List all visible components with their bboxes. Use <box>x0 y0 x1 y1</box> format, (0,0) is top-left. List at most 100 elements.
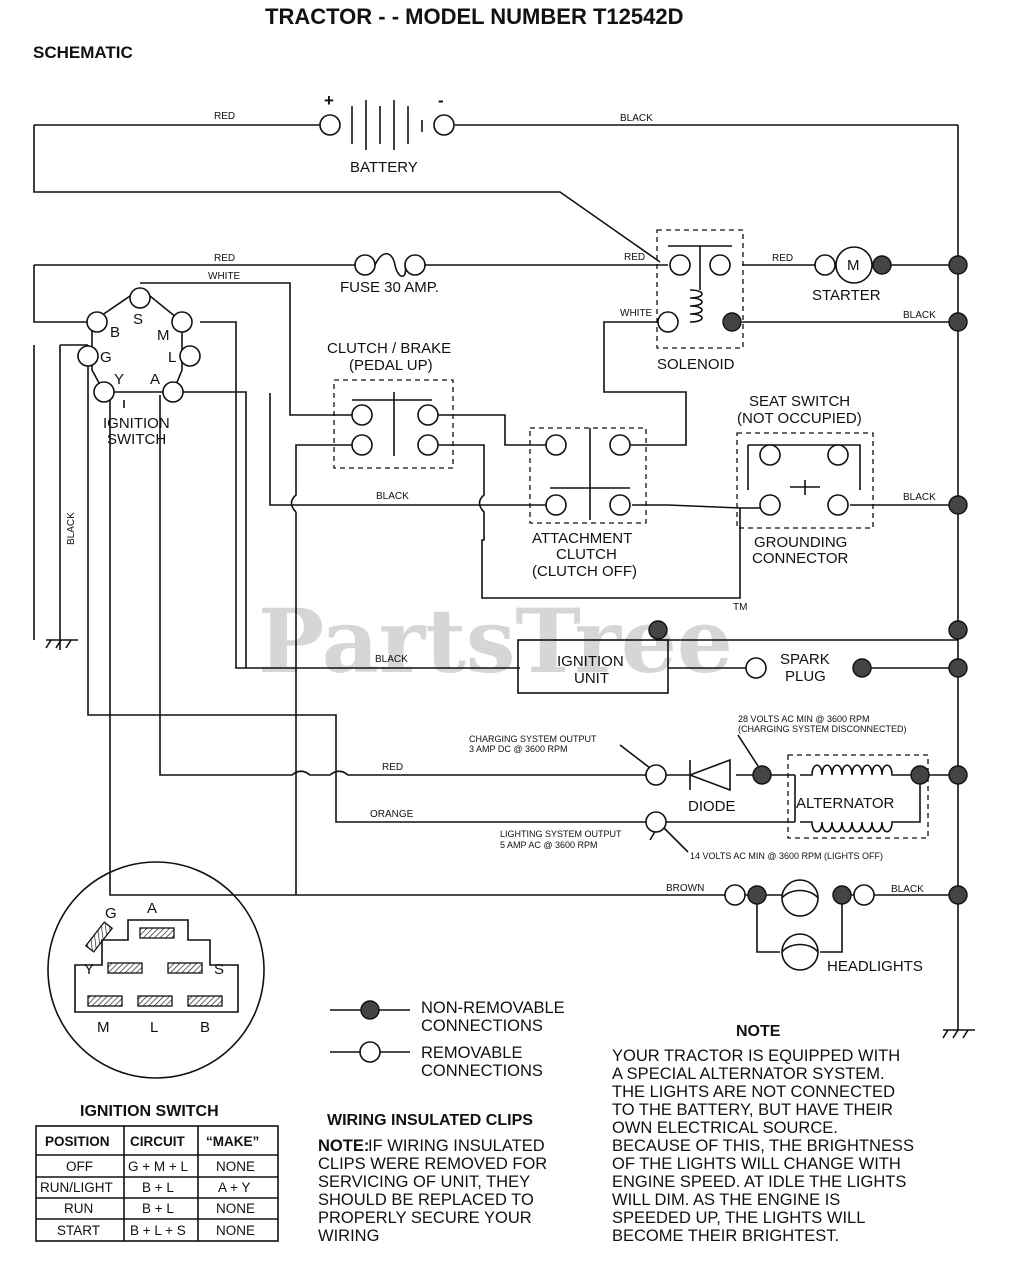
table-row-1-make: A + Y <box>218 1180 250 1195</box>
diode-alternator-connection <box>752 765 772 785</box>
clutch-lower-wire <box>290 444 356 513</box>
headlight-bulb-lower <box>781 933 819 971</box>
ignition-switch <box>77 287 201 403</box>
clutch-brake-label-2: (PEDAL UP) <box>349 357 433 374</box>
page-title: TRACTOR - - MODEL NUMBER T12542D <box>265 4 683 29</box>
ignition-switch-label-2: SWITCH <box>107 431 166 448</box>
lighting-output-label-1: LIGHTING SYSTEM OUTPUT <box>500 829 622 839</box>
wire-label-red-charging: RED <box>382 762 403 773</box>
ground-symbol-right <box>942 1029 975 1039</box>
table-row-0-make: NONE <box>216 1159 255 1174</box>
alternator-coil-bottom <box>800 775 921 833</box>
ignition-unit-label-2: UNIT <box>574 670 609 687</box>
ac28-label-1: 28 VOLTS AC MIN @ 3600 RPM <box>738 714 870 724</box>
note-line-2: THE LIGHTS ARE NOT CONNECTED <box>612 1083 895 1101</box>
diode-symbol <box>687 758 731 792</box>
attachment-terminal-3 <box>545 494 567 516</box>
headlight-brown-terminal <box>724 884 746 906</box>
lighting-output-label-2: 5 AMP AC @ 3600 RPM <box>500 840 598 850</box>
starter-label: STARTER <box>812 287 881 304</box>
headlight-bulb-upper <box>781 879 819 917</box>
clips-line-3: SHOULD BE REPLACED TO <box>318 1191 534 1209</box>
wire-label-red-battery: RED <box>214 111 235 122</box>
battery-negative-terminal <box>433 114 455 136</box>
ignition-switch-face <box>47 861 265 1079</box>
fuse-element <box>374 252 407 278</box>
fuse-input-wire <box>33 264 355 323</box>
ignition-unit-wire <box>200 321 520 669</box>
face-terminal-a: A <box>147 900 157 917</box>
face-terminal-s: S <box>214 961 224 978</box>
table-row-3-make: NONE <box>216 1223 255 1238</box>
seat-switch-frame <box>747 444 861 490</box>
red-charging-wire <box>159 395 656 776</box>
ignition-switch-label-1: IGNITION <box>103 415 170 432</box>
alternator-ground-connection <box>910 765 930 785</box>
wire-label-black-battery: BLACK <box>620 113 653 124</box>
headlights-label: HEADLIGHTS <box>827 958 923 975</box>
solenoid-terminal-starter <box>709 254 731 276</box>
white-start-wire <box>140 282 356 416</box>
table-row-3-position: START <box>57 1223 100 1238</box>
seat-terminal-2 <box>827 444 849 466</box>
wire-label-orange: ORANGE <box>370 809 414 820</box>
terminal-y: Y <box>114 371 124 388</box>
legend-removable-label-1: REMOVABLE <box>421 1044 522 1062</box>
terminal-l: L <box>168 349 176 366</box>
wire-label-black-seat: BLACK <box>903 492 936 503</box>
solenoid-white-wire <box>603 321 687 446</box>
wire-label-black-ignition: BLACK <box>375 654 408 665</box>
ignition-unit-box <box>517 639 669 694</box>
starter-terminal <box>814 254 836 276</box>
attachment-label-3: (CLUTCH OFF) <box>532 563 637 580</box>
attachment-terminal-1 <box>545 434 567 456</box>
headlight-parallel-wire <box>756 898 843 953</box>
clutch-return-wire <box>428 444 741 599</box>
legend-nonremovable-symbol <box>360 1000 380 1020</box>
charging-output-terminal <box>645 764 667 786</box>
clutch-terminal-4 <box>417 434 439 456</box>
grounding-label-2: CONNECTOR <box>752 550 849 567</box>
schematic-label: SCHEMATIC <box>33 43 133 62</box>
note-line-5: BECAUSE OF THIS, THE BRIGHTNESS <box>612 1137 914 1155</box>
spark-plug-ground-connection <box>852 658 872 678</box>
ignition-black-ground <box>59 344 88 650</box>
ac14-label: 14 VOLTS AC MIN @ 3600 RPM (LIGHTS OFF) <box>690 851 883 861</box>
face-terminal-b: B <box>200 1019 210 1036</box>
attachment-seat-wire <box>632 504 770 509</box>
wire-label-black-attachment: BLACK <box>376 491 409 502</box>
wire-label-white-solenoid: WHITE <box>620 308 653 319</box>
clutch-terminal-1 <box>351 404 373 426</box>
bus-connection-ignition-unit <box>948 620 968 640</box>
alternator-coil-top <box>800 764 920 776</box>
seat-terminal-1 <box>759 444 781 466</box>
clutch-brake-box <box>333 379 454 469</box>
note-line-8: WILL DIM. AS THE ENGINE IS <box>612 1191 840 1209</box>
clips-title: WIRING INSULATED CLIPS <box>327 1112 533 1129</box>
solenoid-terminal-battery <box>669 254 691 276</box>
attachment-clutch-box <box>529 427 647 524</box>
face-terminal-y: Y <box>84 961 94 978</box>
seat-switch-label-2: (NOT OCCUPIED) <box>737 410 862 427</box>
seat-switch-label-1: SEAT SWITCH <box>749 393 850 410</box>
ignition-a-wire <box>173 391 247 668</box>
attachment-label-2: CLUTCH <box>556 546 617 563</box>
note-line-4: OWN ELECTRICAL SOURCE. <box>612 1119 838 1137</box>
clips-line-2: SERVICING OF UNIT, THEY <box>318 1173 530 1191</box>
face-terminal-m: M <box>97 1019 110 1036</box>
fuse-terminal-right <box>404 254 426 276</box>
wire-label-white-start: WHITE <box>208 271 241 282</box>
fuse-terminal-left <box>354 254 376 276</box>
ignition-unit-label-1: IGNITION <box>557 653 624 670</box>
ac14-arrow <box>663 827 689 853</box>
solenoid-coil <box>689 289 703 323</box>
wire-label-red-starter: RED <box>772 253 793 264</box>
legend-nonremovable-label-2: CONNECTIONS <box>421 1017 543 1035</box>
brown-light-wire <box>109 395 750 896</box>
wire-label-black-vertical: BLACK <box>66 512 77 545</box>
clutch-terminal-2 <box>417 404 439 426</box>
legend-removable-symbol <box>359 1041 381 1063</box>
watermark-tm: TM <box>733 602 747 613</box>
table-header-make: “MAKE” <box>206 1134 259 1149</box>
